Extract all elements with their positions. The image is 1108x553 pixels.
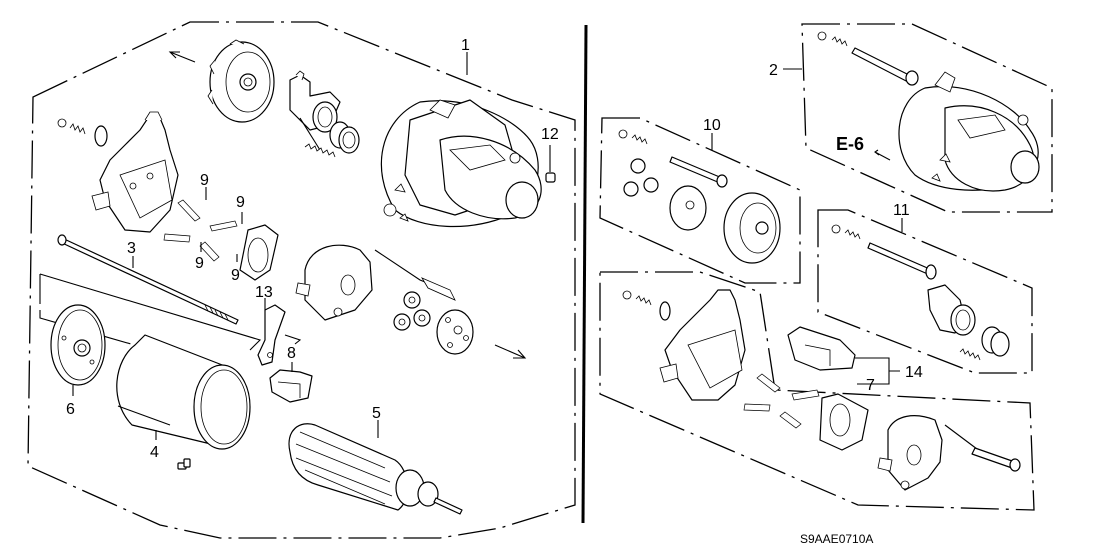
callout-11: 11 xyxy=(893,202,910,219)
yoke-group-bracket-top xyxy=(39,273,262,351)
arrow-right xyxy=(494,344,527,359)
callout-10: 10 xyxy=(703,117,721,134)
callout-9c: 9 xyxy=(195,255,204,272)
small-clip xyxy=(177,458,191,470)
callout-6: 6 xyxy=(66,401,75,418)
end-cover xyxy=(50,304,106,386)
reference-e6[interactable]: E-6 xyxy=(836,134,864,154)
gear-set-10 xyxy=(618,129,781,264)
boot xyxy=(329,121,360,154)
lever xyxy=(257,304,302,366)
assembly-boundary-14 xyxy=(599,271,1035,511)
callout-4: 4 xyxy=(150,444,159,461)
assembly-boundary-11 xyxy=(817,209,1033,374)
assembly-boundary-1 xyxy=(27,21,576,539)
brush-plate-kit xyxy=(877,415,1021,491)
callout-8: 8 xyxy=(287,345,296,362)
assembly-boundary-2 xyxy=(801,23,1053,213)
callout-2: 2 xyxy=(769,62,778,79)
callout-14: 14 xyxy=(905,364,923,381)
callout-5: 5 xyxy=(372,405,381,422)
through-bolt xyxy=(57,234,239,325)
callout-12: 12 xyxy=(541,126,559,143)
callout-9a: 9 xyxy=(200,172,209,189)
solenoid-plunger-housing xyxy=(289,70,341,151)
commutator-end-frame xyxy=(57,111,179,233)
kits-group: 2 E-6 10 xyxy=(599,23,1053,511)
gear-housing xyxy=(207,39,275,123)
brush-holder-kit xyxy=(622,289,746,401)
clutch-kit-11 xyxy=(831,224,1010,361)
callout-9b: 9 xyxy=(236,194,245,211)
gasket xyxy=(239,224,279,281)
starter-body xyxy=(380,99,542,228)
planetary-gears xyxy=(393,291,431,331)
callout-9d: 9 xyxy=(231,267,240,284)
gasket-kit xyxy=(819,393,869,451)
callout-3: 3 xyxy=(127,240,136,257)
assembly-boundary-10 xyxy=(599,117,801,284)
drawing-code: S9AAE0710A xyxy=(800,532,873,546)
brush-holder-7 xyxy=(787,326,856,371)
nut-12 xyxy=(545,145,556,183)
brush-plate xyxy=(295,244,456,321)
yoke xyxy=(116,334,251,450)
return-spring xyxy=(304,143,336,158)
callout-1: 1 xyxy=(461,37,470,54)
planet-carrier xyxy=(436,309,474,355)
arrow-left xyxy=(168,51,196,63)
brush-springs-kit xyxy=(743,373,820,429)
armature xyxy=(288,423,463,515)
main-assembly-group: 1 3 4 5 6 8 9 9 9 9 12 13 xyxy=(27,21,576,539)
callout-13: 13 xyxy=(255,284,273,301)
brush-holder xyxy=(269,369,313,403)
reference-arrow xyxy=(874,149,891,161)
callout-7: 7 xyxy=(866,377,875,394)
leader-14 xyxy=(855,357,900,385)
panel-divider xyxy=(581,24,588,524)
starter-body-2 xyxy=(817,31,1040,192)
brush-springs xyxy=(163,199,238,262)
